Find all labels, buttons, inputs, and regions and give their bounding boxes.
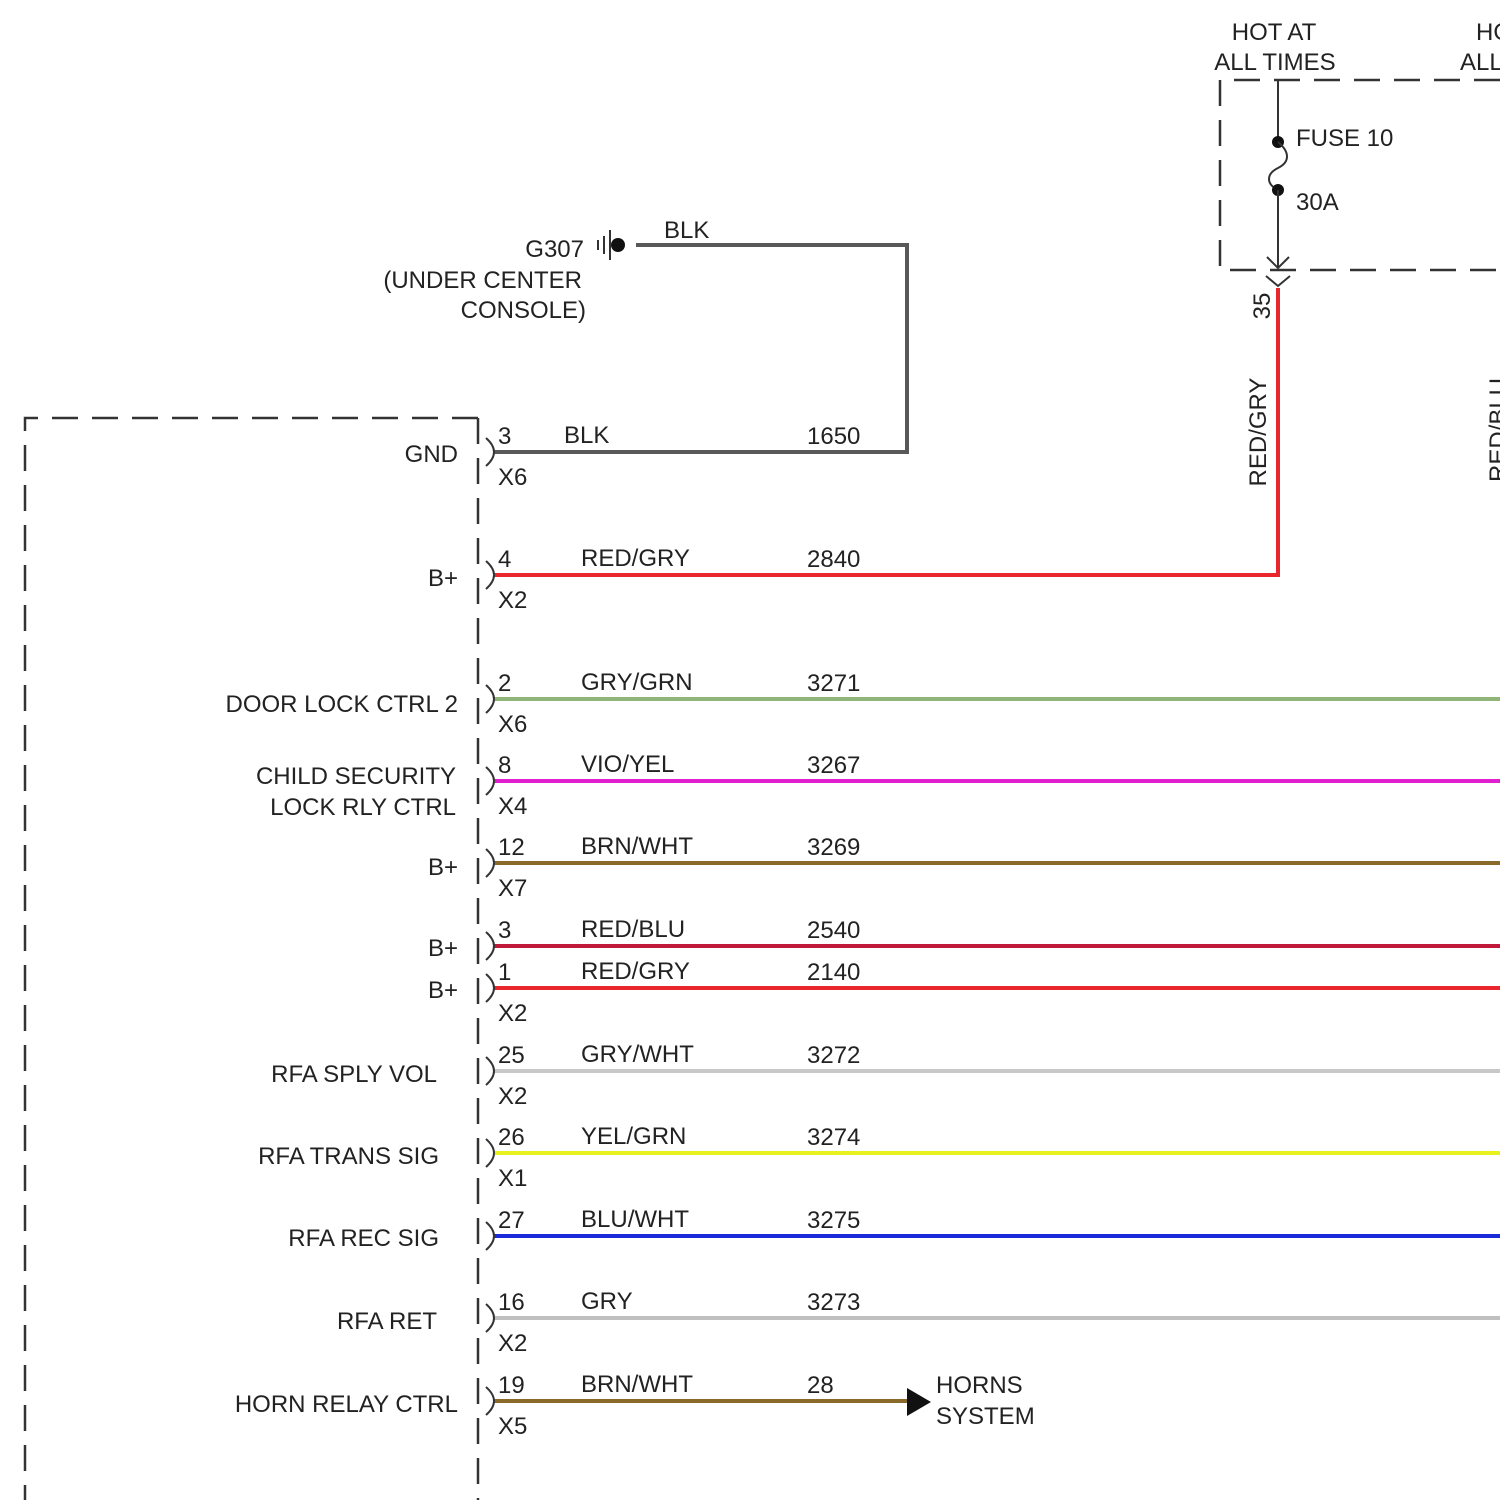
circuit-number-label: 3273 [807,1289,860,1316]
pin-number-label: 27 [498,1207,525,1234]
pin-mark-8 [486,767,494,795]
function-label: B+ [428,935,458,962]
circuit-number-label: 2840 [807,546,860,573]
connector-id-label: X1 [498,1165,527,1192]
fuse-name-label: FUSE 10 [1296,125,1393,152]
function-label: DOOR LOCK CTRL 2 [226,691,459,718]
function-label: CHILD SECURITY [256,763,456,790]
function-label: RFA SPLY VOL [271,1061,437,1088]
function-label: B+ [428,977,458,1004]
ground-symbol [598,230,625,260]
circuit-number-label: 28 [807,1372,834,1399]
pin-mark-12 [486,849,494,877]
connector-id-label: X6 [498,464,527,491]
horns-system-label-line2: SYSTEM [936,1403,1035,1430]
wire-color-label: BRN/WHT [581,1371,693,1398]
pin-number-label: 1 [498,959,511,986]
pin-number-label: 4 [498,546,511,573]
function-label: RFA RET [337,1308,437,1335]
connector-id-label: X7 [498,875,527,902]
fuse-output-wire-color-label: RED/GRY [1245,378,1272,487]
function-label: LOCK RLY CTRL [270,794,456,821]
pin-number-label: 2 [498,670,511,697]
function-label: B+ [428,565,458,592]
connector-id-label: X2 [498,1330,527,1357]
horns-arrow-icon [907,1388,931,1416]
partial-right-wire-color-label: RED/BLU [1485,378,1500,482]
circuit-number-label: 3274 [807,1124,860,1151]
pin-number-label: 3 [498,423,511,450]
pin-number-label: 25 [498,1042,525,1069]
hot-label-2-partial-line1: HO [1476,19,1500,46]
connector-id-label: X6 [498,711,527,738]
wire-color-label: RED/BLU [581,916,685,943]
circuit-number-label: 3271 [807,670,860,697]
pin-number-label: 26 [498,1124,525,1151]
pin-mark-2 [486,685,494,713]
pin-number-label: 12 [498,834,525,861]
fuse-pin-35-label: 35 [1249,293,1276,320]
fuse-rating-label: 30A [1296,189,1339,216]
circuit-number-label: 3269 [807,834,860,861]
fuse-feed-wire-red-gry [493,288,1278,575]
wire-color-label: GRY/GRN [581,669,693,696]
circuit-number-label: 3275 [807,1207,860,1234]
wire-color-label: BLK [564,422,609,449]
connector-id-label: X4 [498,793,527,820]
wire-color-label: BRN/WHT [581,833,693,860]
function-label: RFA TRANS SIG [258,1143,439,1170]
pin-mark-1 [486,974,494,1002]
fuse-pin-35-mark [1266,276,1290,286]
wire-color-label: BLU/WHT [581,1206,689,1233]
pin-number-label: 16 [498,1289,525,1316]
circuit-number-label: 2140 [807,959,860,986]
pin-mark-3 [486,438,494,466]
wire-color-label: GRY [581,1288,633,1315]
connector-id-label: X2 [498,1000,527,1027]
pin-number-label: 19 [498,1372,525,1399]
function-label: HORN RELAY CTRL [235,1391,458,1418]
wire-color-label: RED/GRY [581,958,690,985]
pin-number-label: 3 [498,917,511,944]
function-label: GND [405,441,458,468]
hot-label-2-partial-line2: ALL [1460,49,1500,76]
ground-location-label-line2: CONSOLE) [461,297,586,324]
wire-color-label: RED/GRY [581,545,690,572]
pin-mark-3 [486,932,494,960]
function-label: B+ [428,854,458,881]
wire-color-label: YEL/GRN [581,1123,686,1150]
pin-mark-19 [486,1387,494,1415]
circuit-number-label: 3267 [807,752,860,779]
pin-number-label: 8 [498,752,511,779]
pin-mark-26 [486,1139,494,1167]
wire-color-label: GRY/WHT [581,1041,694,1068]
circuit-number-label: 2540 [807,917,860,944]
connector-id-label: X2 [498,1083,527,1110]
hot-at-all-times-label-line2: ALL TIMES [1214,49,1335,76]
circuit-number-label: 3272 [807,1042,860,1069]
horns-system-label-line1: HORNS [936,1372,1023,1399]
fuse-box-outline [1220,80,1500,270]
ground-wire-color-label: BLK [664,217,709,244]
ground-id-label: G307 [525,236,584,263]
hot-at-all-times-label-line1: HOT AT [1232,19,1317,46]
pin-mark-16 [486,1304,494,1332]
connector-id-label: X2 [498,587,527,614]
function-label: RFA REC SIG [288,1225,439,1252]
fuse-10-symbol [1267,80,1289,268]
wire-color-label: VIO/YEL [581,751,674,778]
circuit-number-label: 1650 [807,423,860,450]
ground-location-label-line1: (UNDER CENTER [383,267,582,294]
pin-mark-4 [486,561,494,589]
connector-id-label: X5 [498,1413,527,1440]
module-outline [25,418,478,1500]
pin-mark-27 [486,1222,494,1250]
pin-mark-25 [486,1057,494,1085]
